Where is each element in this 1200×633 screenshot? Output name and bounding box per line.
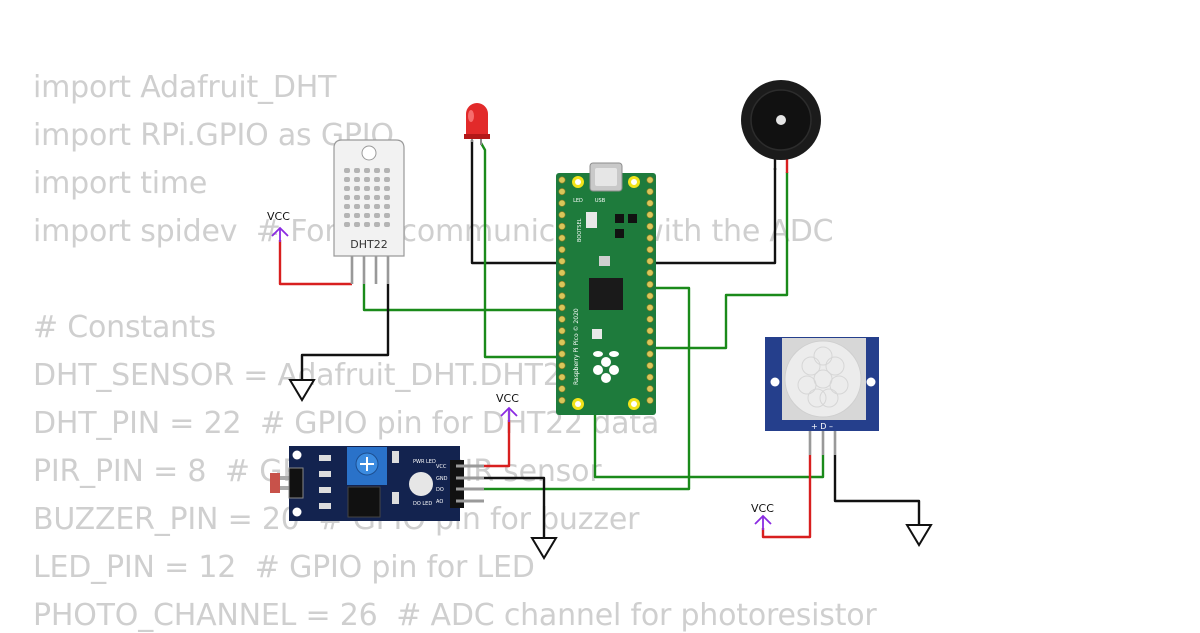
pico-pin[interactable]	[558, 199, 566, 207]
buzzer[interactable]	[741, 80, 821, 173]
pico-pin[interactable]	[558, 176, 566, 184]
pico-pin[interactable]	[558, 373, 566, 381]
pico-pin[interactable]	[558, 304, 566, 312]
pico-pin[interactable]	[558, 292, 566, 300]
code-line: import RPi.GPIO as GPIO	[33, 118, 394, 153]
pico-pin[interactable]	[646, 269, 654, 277]
wire-ldr-vcc[interactable]	[483, 420, 511, 468]
pico-pin[interactable]	[646, 234, 654, 242]
pico-pin[interactable]	[646, 373, 654, 381]
code-line: LED_PIN = 12 # GPIO pin for LED	[33, 550, 535, 585]
wire-ldr-do[interactable]	[483, 286, 691, 491]
wire-led-signal[interactable]	[479, 142, 562, 359]
pico-pin[interactable]	[646, 199, 654, 207]
pico-pin[interactable]	[558, 350, 566, 358]
ground-symbol	[905, 524, 933, 547]
wire-led-gnd[interactable]	[470, 140, 562, 265]
wire-dht-gnd[interactable]	[300, 284, 390, 380]
ldr-pin-label: VCC	[436, 464, 447, 470]
code-line: import time	[33, 166, 208, 201]
pico-usb-label: USB	[595, 198, 606, 204]
pico-pin[interactable]	[558, 385, 566, 393]
vcc-label-dht: VCC	[267, 210, 290, 223]
wire-buzzer-signal[interactable]	[650, 172, 789, 350]
pico-pin[interactable]	[558, 269, 566, 277]
code-line: DHT_PIN = 22 # GPIO pin for DHT22 data	[33, 406, 660, 441]
pico-pin[interactable]	[558, 396, 566, 404]
dht22-label: DHT22	[350, 238, 387, 251]
wire-pir-gnd[interactable]	[833, 455, 921, 525]
pico-pin[interactable]	[646, 304, 654, 312]
pico-pin[interactable]	[646, 211, 654, 219]
pico-pin[interactable]	[558, 315, 566, 323]
pico-pin[interactable]	[646, 385, 654, 393]
wire-ldr-gnd[interactable]	[483, 476, 546, 538]
pico-pin[interactable]	[646, 396, 654, 404]
pico-pin[interactable]	[646, 176, 654, 184]
code-line: BUZZER_PIN = 20 # GPIO pin for buzzer	[33, 502, 640, 537]
pico-pin[interactable]	[558, 257, 566, 265]
pir-motion-sensor[interactable]: + D –	[765, 337, 879, 455]
ldr-pin-label: DO	[436, 487, 444, 493]
pico-pin[interactable]	[646, 257, 654, 265]
code-line: DHT_SENSOR = Adafruit_DHT.DHT22	[33, 358, 581, 393]
raspberry-logo-icon	[593, 351, 619, 383]
code-line: import Adafruit_DHT	[33, 70, 337, 105]
ldr-pin-label: GND	[436, 476, 448, 482]
pico-led-label: LED	[573, 198, 583, 204]
pico-pin[interactable]	[558, 234, 566, 242]
pico-pin[interactable]	[646, 350, 654, 358]
pico-pin[interactable]	[558, 211, 566, 219]
pico-pin[interactable]	[558, 338, 566, 346]
pico-pin[interactable]	[646, 362, 654, 370]
vcc-label-pir: VCC	[751, 502, 774, 515]
pico-pin[interactable]	[646, 327, 654, 335]
ground-symbol	[288, 379, 316, 402]
ldr-pin-label: AO	[436, 499, 443, 505]
ldr-pwr-label: PWR LED	[413, 459, 436, 465]
pico-pin[interactable]	[646, 222, 654, 230]
pico-pin[interactable]	[646, 338, 654, 346]
red-led[interactable]	[464, 103, 490, 145]
wire-dht-vcc[interactable]	[278, 240, 352, 286]
pico-pin[interactable]	[558, 222, 566, 230]
wire-pir-vcc[interactable]	[761, 455, 812, 539]
code-line: # Constants	[33, 310, 216, 345]
photoresistor-module[interactable]: PWR LED DO LED VCC GND DO AO	[270, 446, 484, 521]
pico-pin[interactable]	[558, 327, 566, 335]
dht22-sensor[interactable]: DHT22	[333, 139, 405, 284]
raspberry-pi-pico[interactable]: USB LED BOOTSEL Raspberry Pi Pico © 2020	[556, 162, 656, 415]
pico-pin[interactable]	[558, 246, 566, 254]
wire-dht-data[interactable]	[362, 284, 562, 312]
pico-pin[interactable]	[558, 362, 566, 370]
pico-pin[interactable]	[558, 188, 566, 196]
pico-pin[interactable]	[646, 280, 654, 288]
vcc-label-ldr: VCC	[496, 392, 519, 405]
ldr-do-led-label: DO LED	[413, 501, 432, 507]
wire-buzzer-gnd[interactable]	[650, 168, 777, 265]
pico-brand-label: Raspberry Pi Pico © 2020	[573, 308, 580, 385]
pico-pin[interactable]	[646, 292, 654, 300]
code-line: PHOTO_CHANNEL = 26 # ADC channel for pho…	[33, 598, 877, 633]
pico-pin[interactable]	[646, 188, 654, 196]
pico-pin[interactable]	[558, 280, 566, 288]
pico-pin[interactable]	[646, 315, 654, 323]
pico-pin[interactable]	[646, 246, 654, 254]
pico-bootsel-label: BOOTSEL	[577, 218, 583, 242]
pir-pin-labels: + D –	[811, 422, 833, 431]
ground-symbol	[530, 537, 558, 560]
